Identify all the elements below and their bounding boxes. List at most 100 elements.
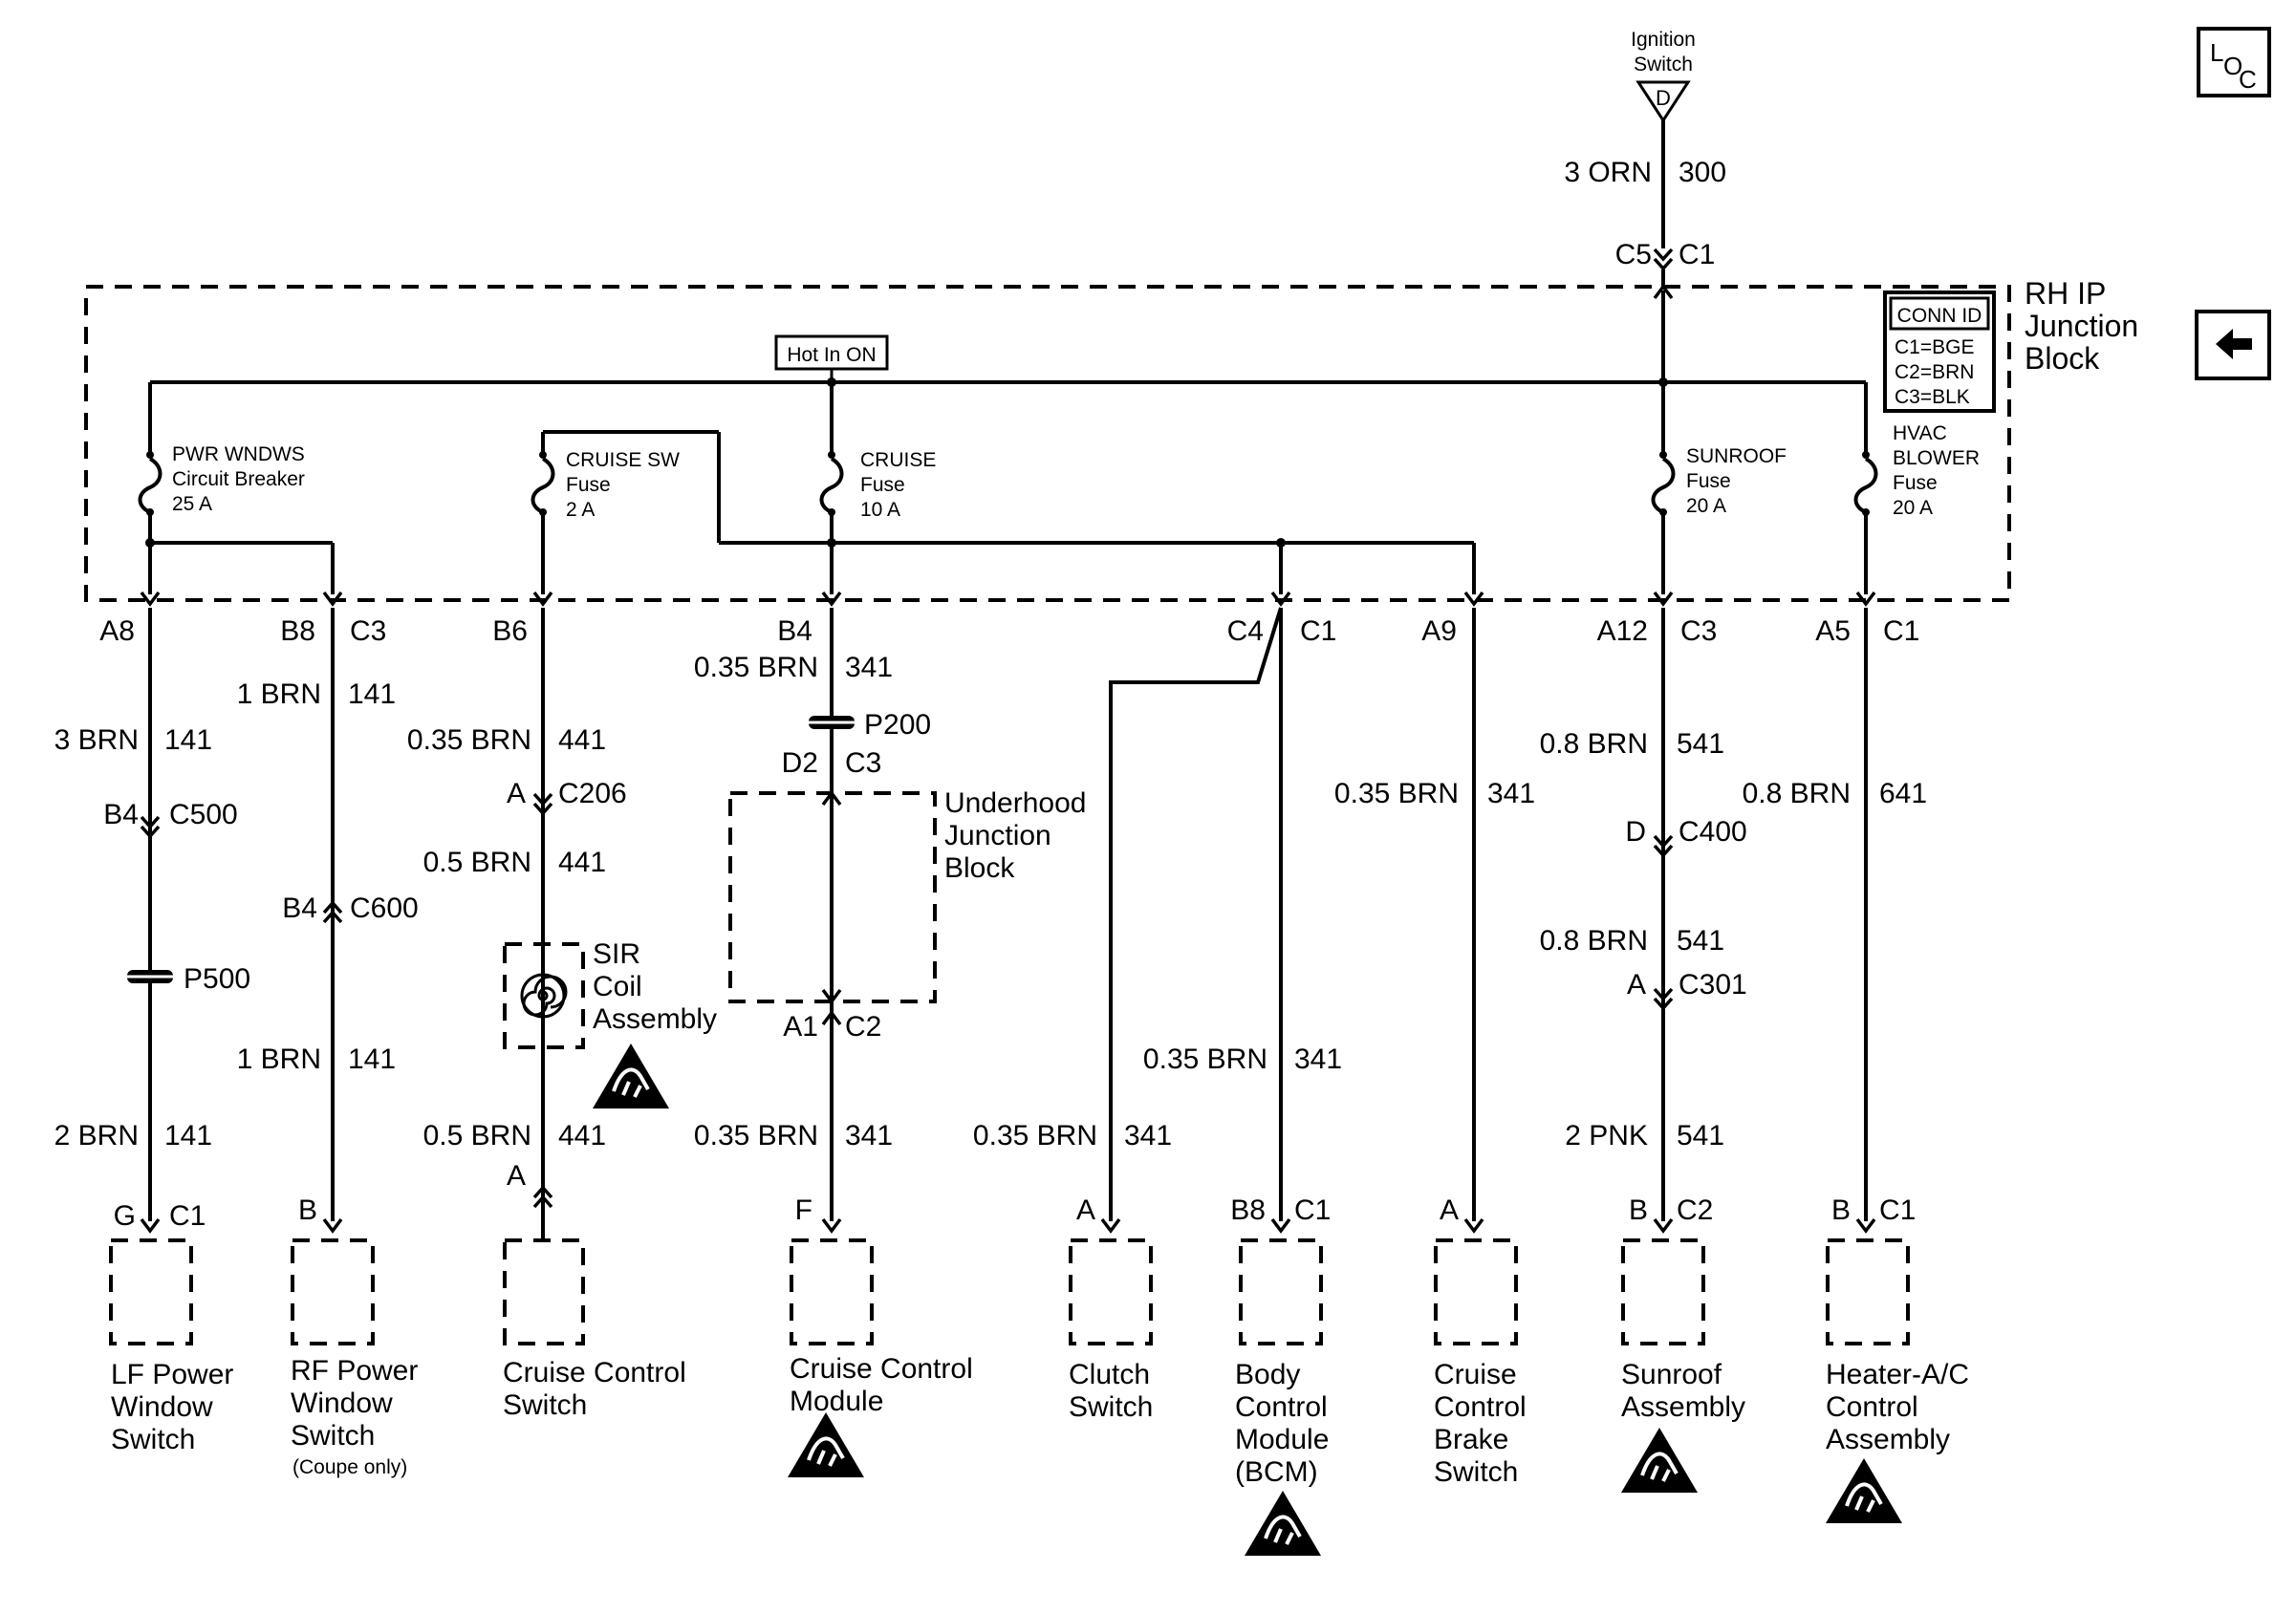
svg-text:341: 341 [845,652,893,683]
bcm-circuit: 0.35 BRN 341 B8 C1 Body Control Module (… [1143,608,1342,1558]
svg-text:B8: B8 [280,615,315,647]
svg-text:20 A: 20 A [1893,497,1933,519]
svg-text:0.8 BRN: 0.8 BRN [1743,778,1851,809]
ignition-switch-source: Ignition Switch D 3 ORN 300 C5 C1 [1564,29,1726,300]
svg-text:3 BRN: 3 BRN [54,724,139,756]
svg-text:D2: D2 [782,747,818,779]
svg-text:3 ORN: 3 ORN [1564,157,1652,188]
location-icon[interactable]: L O C [2197,27,2271,97]
svg-text:O: O [2223,52,2242,80]
svg-text:Switch: Switch [1434,1456,1518,1488]
svg-text:D: D [1625,816,1646,848]
svg-text:CONN ID: CONN ID [1897,305,1982,327]
heater-ac-control-assembly [1826,1238,1910,1345]
svg-text:Window: Window [291,1388,393,1419]
svg-text:Fuse: Fuse [566,474,611,496]
svg-text:C500: C500 [169,799,238,830]
clutch-switch [1069,1238,1153,1345]
svg-text:C: C [2239,65,2257,94]
svg-text:141: 141 [348,1044,396,1075]
svg-text:141: 141 [164,1120,212,1151]
svg-text:SIR: SIR [593,938,640,970]
svg-text:Switch: Switch [1069,1391,1153,1423]
svg-text:Ignition: Ignition [1631,29,1696,51]
cruise-control-switch-circuit: 0.35 BRN 441 A C206 0.5 BRN 441 SIR Coil… [407,608,717,1421]
svg-text:B: B [1831,1194,1851,1226]
svg-text:Control: Control [1235,1391,1328,1423]
rf-power-window-circuit: 1 BRN 141 B4 C600 1 BRN 141 B RF Power W… [237,608,419,1478]
svg-text:0.8 BRN: 0.8 BRN [1540,728,1648,760]
svg-text:CRUISE SW: CRUISE SW [566,449,680,471]
svg-text:SUNROOF: SUNROOF [1686,445,1787,467]
svg-text:341: 341 [1487,778,1535,809]
svg-text:541: 541 [1677,728,1724,760]
svg-text:Circuit Breaker: Circuit Breaker [172,468,305,490]
svg-text:C1: C1 [1879,1194,1916,1226]
svg-text:(BCM): (BCM) [1235,1456,1318,1488]
svg-text:A: A [507,778,526,809]
svg-text:B8: B8 [1230,1194,1266,1226]
svg-text:C3: C3 [845,747,881,779]
svg-text:D: D [1656,86,1671,110]
svg-text:Block: Block [944,852,1015,884]
svg-text:C5: C5 [1615,239,1652,270]
svg-text:Window: Window [111,1391,213,1423]
svg-text:Module: Module [790,1386,883,1417]
svg-text:C2=BRN: C2=BRN [1895,361,1974,383]
svg-text:0.5 BRN: 0.5 BRN [423,1120,531,1151]
svg-text:0.8 BRN: 0.8 BRN [1540,925,1648,957]
svg-text:141: 141 [348,678,396,710]
svg-text:PWR WNDWS: PWR WNDWS [172,443,305,465]
svg-text:1 BRN: 1 BRN [237,1044,321,1075]
svg-text:10 A: 10 A [860,499,900,521]
brake-switch-circuit: 0.35 BRN 341 A Cruise Control Brake Swit… [1334,608,1535,1488]
svg-text:C2: C2 [1677,1194,1713,1226]
svg-text:Underhood: Underhood [944,787,1086,819]
clutch-switch-circuit: 0.35 BRN 341 A Clutch Switch [973,607,1283,1423]
lf-power-window-switch [109,1238,193,1345]
svg-text:CRUISE: CRUISE [860,449,936,471]
left-arrow-icon[interactable] [2195,310,2271,380]
svg-text:Coil: Coil [593,971,642,1002]
esd-warning-icon [1824,1456,1904,1525]
svg-text:A12: A12 [1597,615,1648,647]
svg-text:C3: C3 [1680,615,1717,647]
svg-text:0.35 BRN: 0.35 BRN [694,652,818,683]
svg-text:Control: Control [1826,1391,1918,1423]
svg-text:Junction: Junction [2025,309,2138,343]
svg-text:C1: C1 [169,1200,206,1232]
svg-text:A: A [1076,1194,1095,1226]
coil-icon [520,973,568,1019]
esd-warning-icon [1619,1426,1700,1495]
cruise-control-brake-switch [1434,1238,1518,1345]
svg-text:A9: A9 [1421,615,1457,647]
svg-text:300: 300 [1679,157,1726,188]
esd-warning-icon [1243,1489,1323,1558]
svg-text:Sunroof: Sunroof [1621,1359,1722,1390]
svg-text:C1=BGE: C1=BGE [1895,336,1974,358]
sunroof-circuit: 0.8 BRN 541 D C400 0.8 BRN 541 A C301 2 … [1540,608,1747,1495]
cruise-control-module [790,1238,874,1345]
svg-text:141: 141 [164,724,212,756]
svg-text:C3=BLK: C3=BLK [1895,386,1970,408]
svg-text:C1: C1 [1679,239,1715,270]
svg-text:Assembly: Assembly [593,1003,717,1035]
cruise-control-module-circuit: 0.35 BRN 341 P200 D2 C3 Underhood Juncti… [694,608,1086,1479]
svg-text:541: 541 [1677,1120,1724,1151]
svg-text:Assembly: Assembly [1621,1391,1745,1423]
svg-text:B: B [1629,1194,1648,1226]
svg-text:A1: A1 [783,1011,818,1043]
svg-text:Fuse: Fuse [1686,470,1731,492]
svg-text:C1: C1 [1294,1194,1331,1226]
svg-text:B4: B4 [282,893,317,924]
svg-text:RH IP: RH IP [2025,276,2106,311]
svg-text:C206: C206 [558,778,627,809]
svg-text:0.35 BRN: 0.35 BRN [1143,1044,1267,1075]
hvac-circuit: 0.8 BRN 641 B C1 Heater-A/C Control Asse… [1743,608,1969,1525]
svg-text:G: G [114,1200,136,1232]
svg-text:C2: C2 [845,1011,881,1043]
sunroof-assembly [1621,1238,1705,1345]
svg-text:Clutch: Clutch [1069,1359,1150,1390]
svg-text:0.35 BRN: 0.35 BRN [407,724,531,756]
